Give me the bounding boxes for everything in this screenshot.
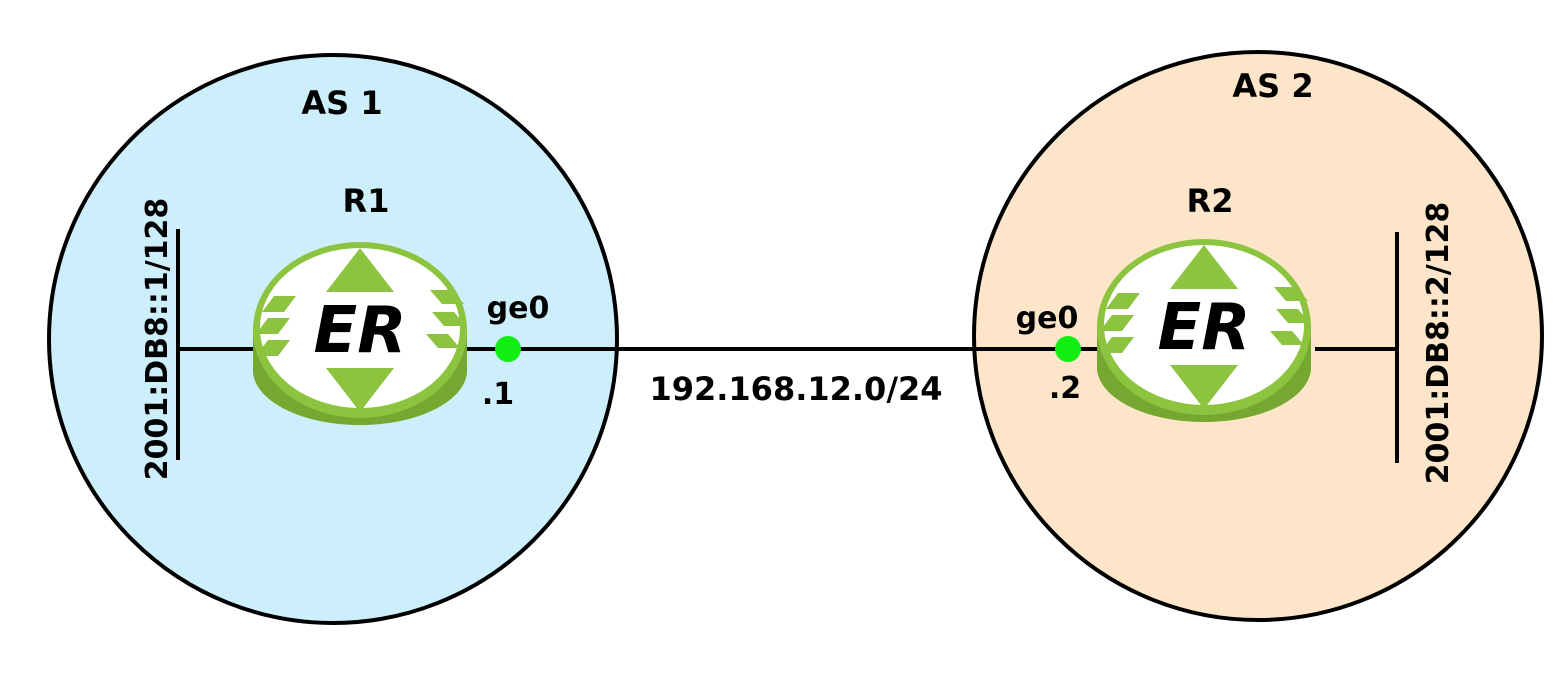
as1-label: AS 1: [301, 84, 382, 122]
r1-host-address: .1: [482, 377, 514, 412]
r2-ge0-interface-dot: [1055, 336, 1081, 362]
r1-logo-text: ER: [314, 294, 407, 368]
link-subnet-label: 192.168.12.0/24: [649, 370, 942, 408]
as2-label: AS 2: [1232, 67, 1313, 105]
r2-host-address: .2: [1049, 371, 1081, 406]
router-r2-icon: ER: [1097, 239, 1311, 422]
r2-name: R2: [1187, 182, 1234, 220]
router-r1-icon: ER: [253, 242, 467, 425]
r1-ge0-interface-dot: [495, 336, 521, 362]
r1-name: R1: [343, 182, 390, 220]
r1-interface-name: ge0: [487, 291, 550, 326]
r2-logo-text: ER: [1158, 291, 1251, 365]
r2-interface-name: ge0: [1016, 301, 1079, 336]
r1-loopback-label: 2001:DB8::1/128: [140, 198, 175, 481]
r2-loopback-label: 2001:DB8::2/128: [1421, 202, 1456, 485]
